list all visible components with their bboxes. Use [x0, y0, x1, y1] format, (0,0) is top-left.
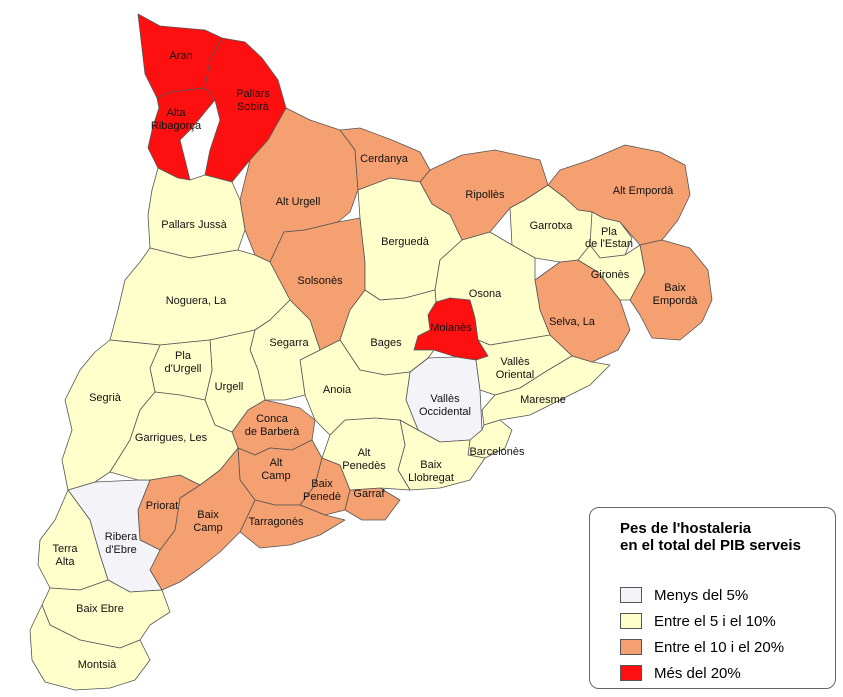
- label-pallars-sobira-2: Sobirà: [237, 101, 270, 113]
- region-segria: [61, 339, 161, 491]
- label-segarra: Segarra: [269, 337, 309, 349]
- region-tarragones: [239, 499, 346, 549]
- label-segria: Segrià: [89, 392, 122, 404]
- legend-item-5-10: Entre el 5 i el 10%: [620, 608, 784, 634]
- label-valles-oriental-2: Oriental: [496, 369, 535, 381]
- label-valles-oriental-1: Vallès: [500, 356, 530, 368]
- label-garraf: Garraf: [353, 488, 385, 500]
- label-baix-emporda-1: Baix: [664, 282, 686, 294]
- label-baix-penedes-1: Baix: [311, 478, 333, 490]
- legend-item-10-20: Entre el 10 i el 20%: [620, 634, 784, 660]
- legend-title-line2: en el total del PIB serveis: [620, 537, 801, 554]
- label-moianes: Moianès: [430, 322, 472, 334]
- label-baix-penedes-2: Penedè: [303, 491, 341, 503]
- label-alta-ribagorca-1: Alta: [167, 107, 187, 119]
- legend-title: Pes de l'hostaleria en el total del PIB …: [620, 520, 801, 554]
- label-pallars-sobira-1: Pallars: [236, 88, 270, 100]
- label-valles-occidental-2: Occidental: [419, 406, 471, 418]
- label-pallars-jussa: Pallars Jussà: [161, 219, 227, 231]
- label-maresme: Maresme: [520, 394, 566, 406]
- label-baix-camp-2: Camp: [193, 522, 222, 534]
- legend-label: Menys del 5%: [654, 586, 749, 604]
- legend-label: Més del 20%: [654, 664, 741, 682]
- label-baix-llobregat-2: Llobregat: [408, 472, 454, 484]
- label-baix-ebre: Baix Ebre: [76, 603, 124, 615]
- region-anoia: [299, 339, 419, 436]
- label-baix-camp-1: Baix: [197, 509, 219, 521]
- label-noguera: Noguera, La: [166, 295, 227, 307]
- legend-label: Entre el 10 i el 20%: [654, 638, 785, 656]
- label-selva: Selva, La: [549, 316, 596, 328]
- label-cerdanya: Cerdanya: [360, 153, 409, 165]
- region-alta-ribagorca: [147, 87, 216, 181]
- legend-swatch: [620, 665, 642, 681]
- label-ripolles: Ripollès: [465, 189, 505, 201]
- legend-items: Menys del 5% Entre el 5 i el 10% Entre e…: [620, 582, 784, 686]
- label-aran: Aran: [169, 50, 192, 62]
- label-girones: Gironès: [591, 269, 630, 281]
- label-tarragones: Tarragonès: [248, 516, 304, 528]
- label-ribera-1: Ribera: [105, 531, 138, 543]
- label-alt-camp-1: Alt: [270, 457, 283, 469]
- label-garrotxa: Garrotxa: [530, 220, 574, 232]
- label-valles-occidental-1: Vallès: [430, 393, 460, 405]
- label-pla-urgell-2: d'Urgell: [165, 363, 202, 375]
- legend-item-mes-20: Més del 20%: [620, 660, 784, 686]
- region-labels: Aran Pallars Sobirà Alta Ribagorça Alt U…: [52, 50, 698, 671]
- label-pla-estany-2: de l'Estan: [585, 238, 633, 250]
- label-osona: Osona: [469, 288, 502, 300]
- label-ribera-2: d'Ebre: [105, 544, 136, 556]
- label-pla-urgell-1: Pla: [175, 350, 192, 362]
- label-bages: Bages: [370, 337, 402, 349]
- region-terra-alta: [37, 489, 109, 591]
- label-alt-urgell: Alt Urgell: [276, 196, 321, 208]
- legend-item-menys-5: Menys del 5%: [620, 582, 784, 608]
- region-alt-urgell: [239, 107, 359, 263]
- label-conca-1: Conca: [256, 413, 289, 425]
- region-girones: [577, 244, 646, 301]
- label-solsones: Solsonès: [297, 275, 343, 287]
- label-anoia: Anoia: [323, 384, 352, 396]
- legend-swatch: [620, 587, 642, 603]
- legend-title-line1: Pes de l'hostaleria: [620, 520, 752, 537]
- label-alt-camp-2: Camp: [261, 470, 290, 482]
- label-urgell: Urgell: [215, 381, 244, 393]
- legend-label: Entre el 5 i el 10%: [654, 612, 776, 630]
- label-terra-alta-2: Alta: [56, 556, 76, 568]
- label-baix-emporda-2: Empordà: [653, 295, 699, 307]
- label-alt-penedes-2: Penedès: [342, 460, 386, 472]
- label-pla-estany-1: Pla: [601, 226, 618, 238]
- label-conca-2: de Barberà: [245, 426, 300, 438]
- region-pallars-jussa: [147, 167, 246, 259]
- label-garrigues: Garrigues, Les: [135, 432, 208, 444]
- map-legend: Pes de l'hostaleria en el total del PIB …: [589, 507, 836, 689]
- label-montsia: Montsià: [78, 659, 117, 671]
- label-terra-alta-1: Terra: [52, 543, 78, 555]
- label-alt-emporda: Alt Empordà: [613, 185, 674, 197]
- legend-swatch: [620, 639, 642, 655]
- legend-swatch: [620, 613, 642, 629]
- region-montsia: [29, 604, 151, 691]
- label-alta-ribagorca-2: Ribagorça: [151, 120, 202, 132]
- label-baix-llobregat-1: Baix: [420, 459, 442, 471]
- label-bergueda: Berguedà: [381, 236, 430, 248]
- label-alt-penedes-1: Alt: [358, 447, 371, 459]
- label-priorat: Priorat: [146, 500, 178, 512]
- region-garrigues: [109, 391, 239, 486]
- label-barcelones: Barcelonès: [469, 446, 525, 458]
